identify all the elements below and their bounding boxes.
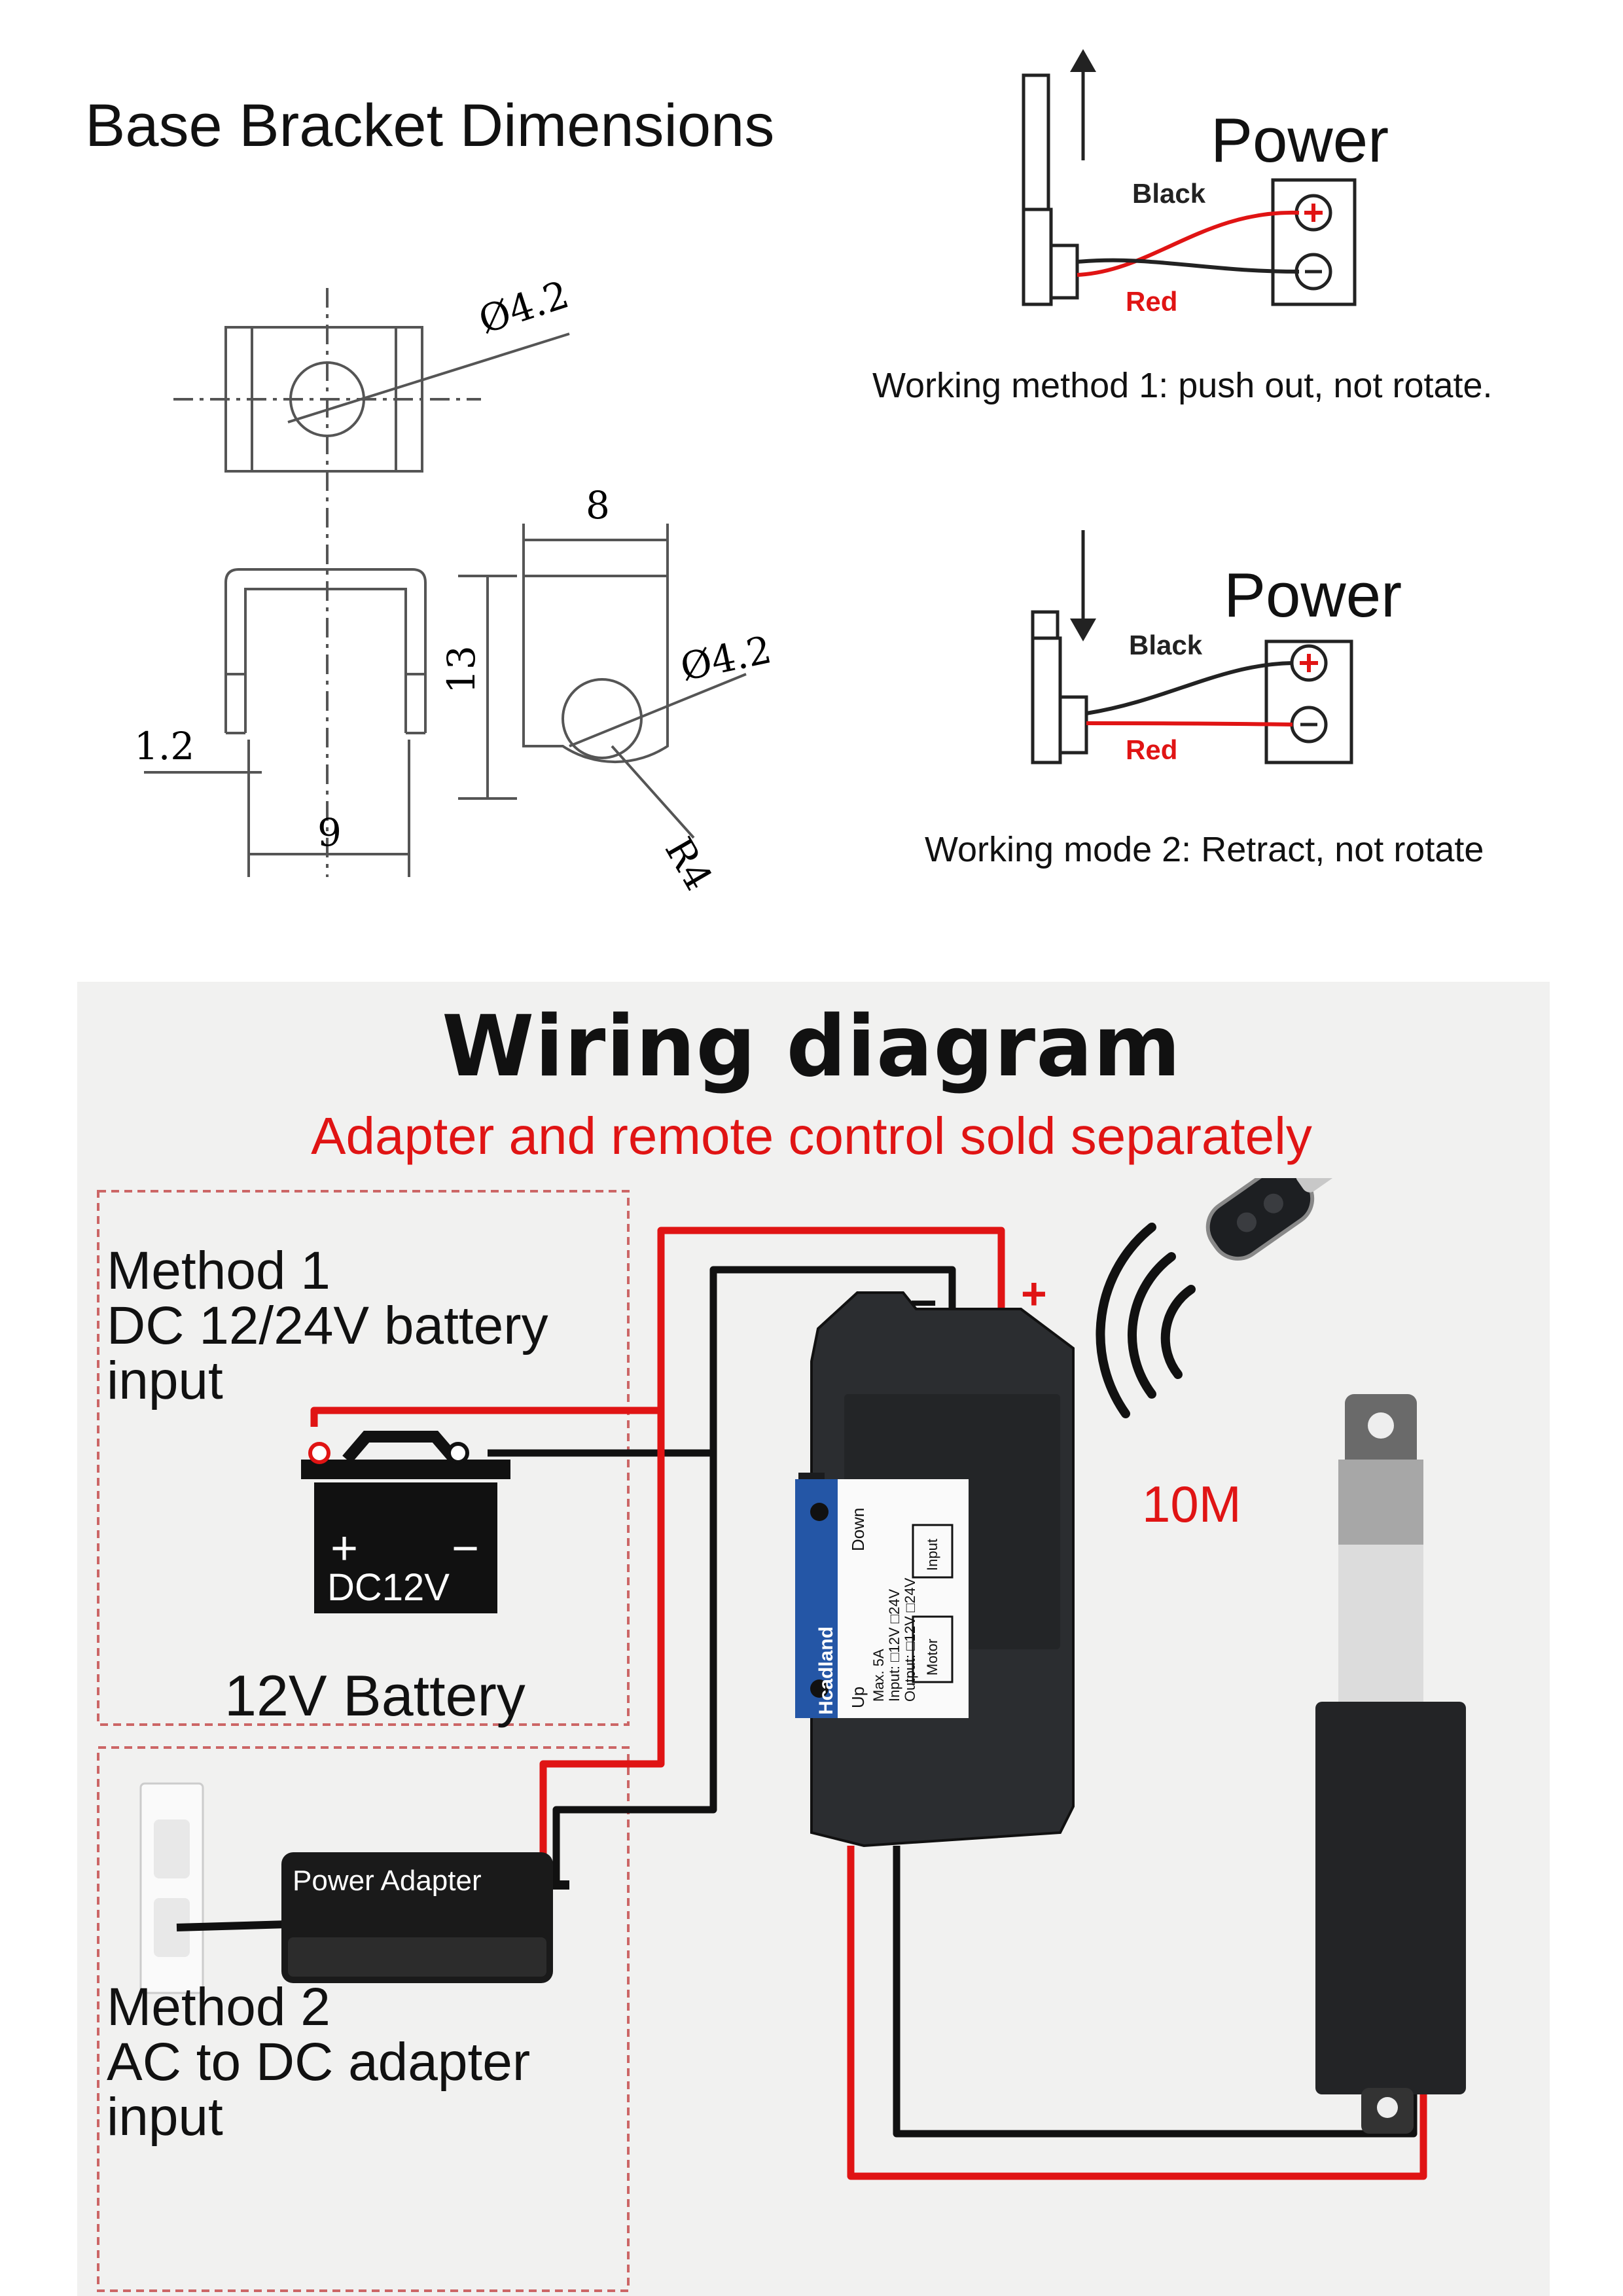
- wiring-drawing: − + + − DC12V Power Adapter Hcadland: [97, 1178, 1466, 2292]
- method2-line1: Method 2: [107, 1977, 330, 2037]
- controller-spec3: Output: □12V □24V: [902, 1577, 918, 1702]
- method2-text: Method 2 AC to DC adapter input: [107, 1980, 530, 2145]
- wall-outlet-icon: [139, 1782, 204, 1994]
- plus-terminal-icon: [1304, 204, 1323, 222]
- method1-top-diagram: Black Red: [1022, 49, 1357, 317]
- actuator-rod: [1031, 610, 1060, 640]
- wire-red-adapter: [539, 1410, 665, 1885]
- battery-minus: −: [452, 1522, 479, 1575]
- range-label: 10M: [1142, 1475, 1241, 1533]
- wiring-subtitle: Adapter and remote control sold separate…: [311, 1107, 1312, 1165]
- battery-label: 12V Battery: [224, 1663, 526, 1728]
- method2-caption: Working mode 2: Retract, not rotate: [925, 830, 1484, 869]
- power-adapter-icon: [281, 1852, 569, 1983]
- method1-box: [97, 1190, 630, 1726]
- method1-caption: Working method 1: push out, not rotate.: [872, 366, 1493, 405]
- controller-motor-label: Motor: [924, 1639, 940, 1676]
- controller-brand: Hcadland: [815, 1626, 837, 1715]
- method2-line3: input: [107, 2087, 223, 2147]
- actuator-body: [1031, 636, 1062, 764]
- dim-hole-side: Ø4.2: [677, 627, 776, 690]
- controller-down: Down: [848, 1508, 868, 1551]
- black-label: Black: [1129, 630, 1203, 660]
- bracket-side-view: [522, 575, 669, 763]
- wireless-signal-icon: [1096, 1223, 1196, 1418]
- arrow-down-icon: [1070, 619, 1096, 641]
- method1-line3: input: [107, 1351, 223, 1410]
- power-label-1: Power: [1211, 105, 1389, 175]
- controller-spec1: Max. 5A: [870, 1649, 887, 1702]
- wiring-title: Wiring diagram: [442, 998, 1181, 1096]
- black-wire: [1086, 661, 1293, 715]
- method2-line2: AC to DC adapter: [107, 2032, 531, 2092]
- dim-height-13: 13: [439, 645, 484, 694]
- red-wire: [1086, 721, 1293, 726]
- adapter-label: Power Adapter: [293, 1865, 482, 1897]
- dim-hole-top: Ø4.2: [473, 272, 574, 342]
- power-label-2: Power: [1224, 560, 1402, 630]
- black-label: Black: [1132, 178, 1206, 209]
- red-wire: [1077, 210, 1300, 277]
- power-terminal: [1271, 178, 1357, 306]
- arrow-up-icon: [1070, 49, 1096, 72]
- power-terminal: [1264, 639, 1353, 764]
- dim-radius: R4: [656, 830, 721, 898]
- wire-red-battery: [310, 1227, 1005, 1427]
- actuator-body: [1022, 207, 1053, 306]
- plus-terminal-icon: [1300, 654, 1318, 672]
- plus-sign: +: [1021, 1269, 1047, 1319]
- battery-text: DC12V: [327, 1566, 450, 1609]
- wire-black-battery: [488, 1266, 956, 1457]
- red-label: Red: [1126, 734, 1177, 765]
- controller-spec2: Input: □12V □24V: [886, 1589, 902, 1702]
- bracket-title: Base Bracket Dimensions: [85, 92, 775, 159]
- dim-thickness: 1.2: [134, 724, 194, 768]
- battery-plus: +: [330, 1522, 358, 1575]
- method1-text: Method 1 DC 12/24V battery input: [107, 1244, 548, 1408]
- bracket-front-view: [224, 568, 427, 733]
- bracket-drawing: Ø4.2 8 13 Ø4.2 1.2 9 R4: [134, 272, 776, 898]
- method2-top-diagram: Black Red: [1031, 530, 1353, 765]
- red-label: Red: [1126, 286, 1177, 317]
- wire-black-adapter: [552, 1453, 717, 1885]
- linear-actuator-icon: [1315, 1394, 1466, 2134]
- battery-icon: [301, 1431, 510, 1613]
- controller-up: Up: [848, 1687, 868, 1708]
- dim-width-8: 8: [586, 483, 610, 528]
- method1-line1: Method 1: [107, 1241, 330, 1300]
- actuator-rod: [1022, 73, 1050, 211]
- controller-box: [795, 1291, 1075, 1848]
- controller-input-label: Input: [924, 1539, 940, 1571]
- black-wire: [1077, 258, 1300, 274]
- method1-line2: DC 12/24V battery: [107, 1296, 548, 1355]
- remote-control-icon: [1205, 1178, 1337, 1261]
- method2-box: [97, 1746, 630, 2292]
- dim-width-9: 9: [317, 810, 342, 855]
